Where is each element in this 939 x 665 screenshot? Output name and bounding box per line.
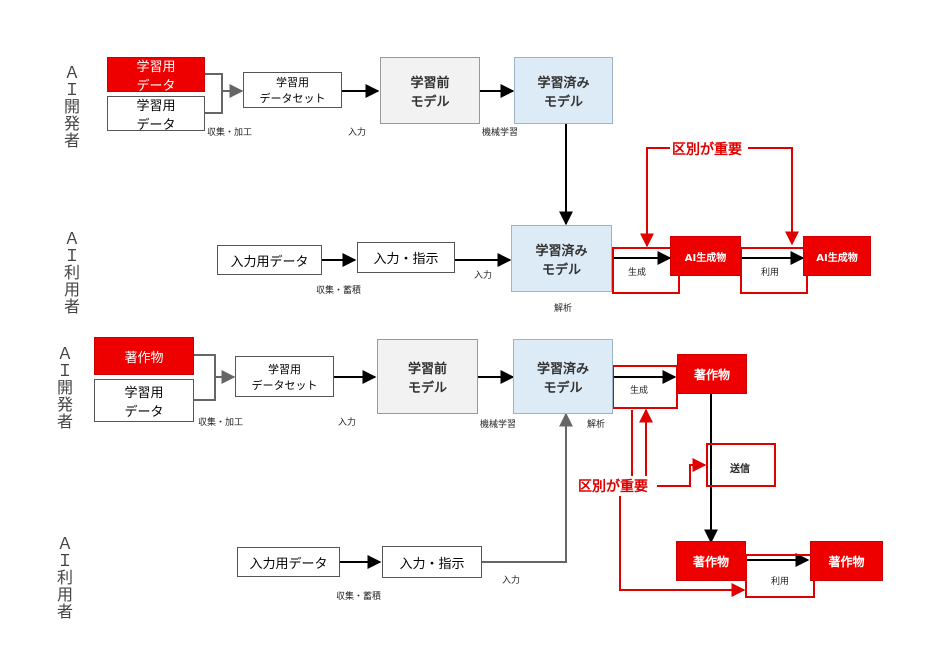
bottom-copyrighted-work-input[interactable]: 著作物: [94, 337, 194, 375]
bottom-callout-arrow-right: [657, 458, 707, 487]
bottom-callout-arrow-down: [619, 495, 746, 597]
top-training-data-red[interactable]: 学習用 データ: [107, 57, 205, 94]
bottom-label-collect-process: 収集・加工: [198, 418, 244, 428]
top-user-input-data[interactable]: 入力用データ: [217, 245, 322, 275]
bottom-label-send: 送信: [730, 464, 750, 475]
bottom-merge-connector: [194, 354, 236, 401]
bottom-send-highlight: [706, 443, 776, 487]
bottom-label-machine-learning: 機械学習: [480, 420, 517, 430]
top-training-dataset[interactable]: 学習用 データセット: [243, 72, 342, 108]
top-callout-distinction: 区別が重要: [672, 139, 742, 159]
bottom-callout-distinction: 区別が重要: [578, 476, 648, 496]
top-label-input-user: 入力: [474, 271, 493, 281]
bottom-pre-training-model[interactable]: 学習前 モデル: [377, 339, 478, 414]
top-trained-model-developer[interactable]: 学習済み モデル: [514, 57, 613, 124]
bottom-label-generate: 生成: [630, 386, 649, 396]
top-user-input-instruction[interactable]: 入力・指示: [357, 242, 455, 273]
bottom-user-input-data[interactable]: 入力用データ: [237, 547, 340, 577]
top-merge-connector: [205, 73, 244, 114]
bottom-label-input: 入力: [338, 418, 357, 428]
top-label-collect-process: 収集・加工: [207, 128, 253, 138]
top-label-collect-store: 収集・蓄積: [316, 286, 362, 296]
bottom-training-dataset[interactable]: 学習用 データセット: [235, 356, 334, 397]
top-label-generate: 生成: [628, 268, 647, 278]
bottom-derived-work[interactable]: 著作物: [810, 541, 883, 581]
bottom-received-work[interactable]: 著作物: [676, 541, 746, 581]
bottom-label-analysis: 解析: [587, 420, 606, 430]
top-pre-training-model[interactable]: 学習前 モデル: [380, 57, 480, 124]
top-ai-output-2[interactable]: AI生成物: [803, 236, 871, 276]
bottom-label-use: 利用: [771, 577, 790, 587]
top-label-analysis: 解析: [554, 304, 573, 314]
bottom-generated-work[interactable]: 著作物: [677, 354, 747, 394]
bottom-user-input-instruction[interactable]: 入力・指示: [382, 546, 482, 578]
bottom-trained-model[interactable]: 学習済み モデル: [513, 339, 613, 414]
bottom-training-data-white[interactable]: 学習用 データ: [94, 379, 194, 422]
top-label-machine-learning: 機械学習: [482, 128, 519, 138]
top-callout-arrow-left: [640, 147, 670, 248]
top-callout-arrow-right: [748, 147, 799, 246]
top-label-use: 利用: [761, 268, 780, 278]
top-ai-output-1[interactable]: AI生成物: [670, 236, 741, 276]
top-trained-model-user[interactable]: 学習済み モデル: [511, 225, 612, 292]
top-label-input: 入力: [348, 128, 367, 138]
bottom-label-collect-store: 収集・蓄積: [336, 592, 382, 602]
bottom-label-input-user: 入力: [502, 576, 521, 586]
top-training-data-white[interactable]: 学習用 データ: [107, 96, 205, 133]
bottom-arrow-user-to-model: [482, 412, 573, 563]
